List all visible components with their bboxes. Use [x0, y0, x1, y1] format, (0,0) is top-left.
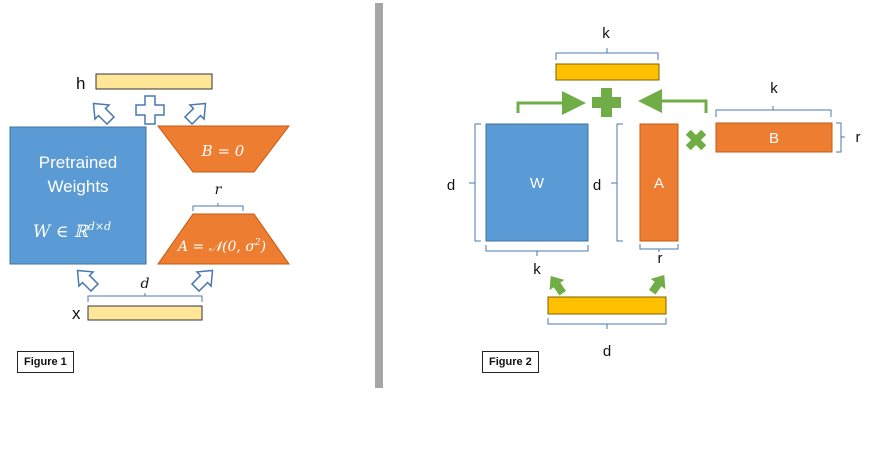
b-matrix-label: B — [769, 130, 779, 147]
figure-1-caption: Figure 1 — [17, 351, 74, 373]
multiply-icon — [685, 129, 707, 151]
d-brace — [87, 293, 203, 302]
d-a-label: d — [593, 177, 601, 194]
figure-1: h Pretrained Weights W ∈ ℝd×d B = 0 r A … — [9, 73, 291, 323]
a-matrix-trapezoid — [157, 213, 290, 265]
k-b-brace — [715, 106, 832, 117]
pretrained-weights-box — [9, 126, 147, 265]
d-bottom-label: d — [603, 343, 611, 360]
figure-divider — [375, 3, 383, 388]
k-top-brace — [555, 48, 659, 60]
output-bar — [555, 63, 660, 81]
w-matrix-label: W — [530, 175, 545, 192]
plus-icon — [135, 95, 165, 125]
b-matrix-label: B = 0 — [201, 142, 245, 160]
w-to-sum-arrow — [516, 91, 586, 115]
x-vector-bar — [87, 305, 203, 321]
d-w-label: d — [447, 177, 455, 194]
a-matrix-label: A — [654, 175, 664, 192]
k-b-label: k — [770, 80, 778, 97]
ab-to-sum-arrow — [638, 89, 708, 113]
r-label: r — [215, 182, 223, 198]
d-bottom-brace — [547, 318, 667, 329]
arrow-b-to-h-icon — [183, 102, 207, 126]
d-a-brace — [611, 123, 623, 242]
k-w-label: k — [533, 261, 541, 278]
d-label: d — [141, 276, 150, 292]
w-matrix — [485, 123, 589, 242]
b-matrix-trapezoid — [156, 125, 291, 173]
figure-2-caption: Figure 2 — [482, 351, 539, 373]
weights-formula: W ∈ ℝd×d — [33, 220, 111, 242]
h-label: h — [76, 74, 85, 93]
weights-title-line1: Pretrained — [39, 153, 117, 172]
r-a-brace — [639, 244, 679, 252]
arrow-weights-to-h-icon — [92, 102, 116, 126]
input-bar — [547, 296, 667, 315]
weights-title-line2: Weights — [47, 177, 108, 196]
b-matrix — [715, 122, 833, 153]
k-top-label: k — [602, 25, 610, 42]
d-w-brace — [469, 123, 481, 242]
input-to-a-arrow-icon — [648, 274, 666, 295]
arrow-x-to-weights-icon — [76, 269, 100, 293]
r-b-label: r — [856, 129, 861, 146]
h-vector-bar — [95, 73, 213, 90]
arrow-x-to-a-icon — [190, 269, 214, 293]
a-matrix — [639, 123, 679, 242]
x-label: x — [72, 304, 81, 323]
r-brace — [192, 203, 244, 211]
input-to-w-arrow-icon — [549, 275, 567, 296]
r-b-brace — [836, 122, 845, 153]
add-icon — [592, 88, 621, 117]
a-matrix-label: A = 𝒩(0, σ2) — [176, 238, 266, 255]
figure-2: k d W k d A r k B r — [447, 25, 861, 360]
r-a-label: r — [658, 250, 663, 267]
k-w-brace — [485, 245, 589, 256]
